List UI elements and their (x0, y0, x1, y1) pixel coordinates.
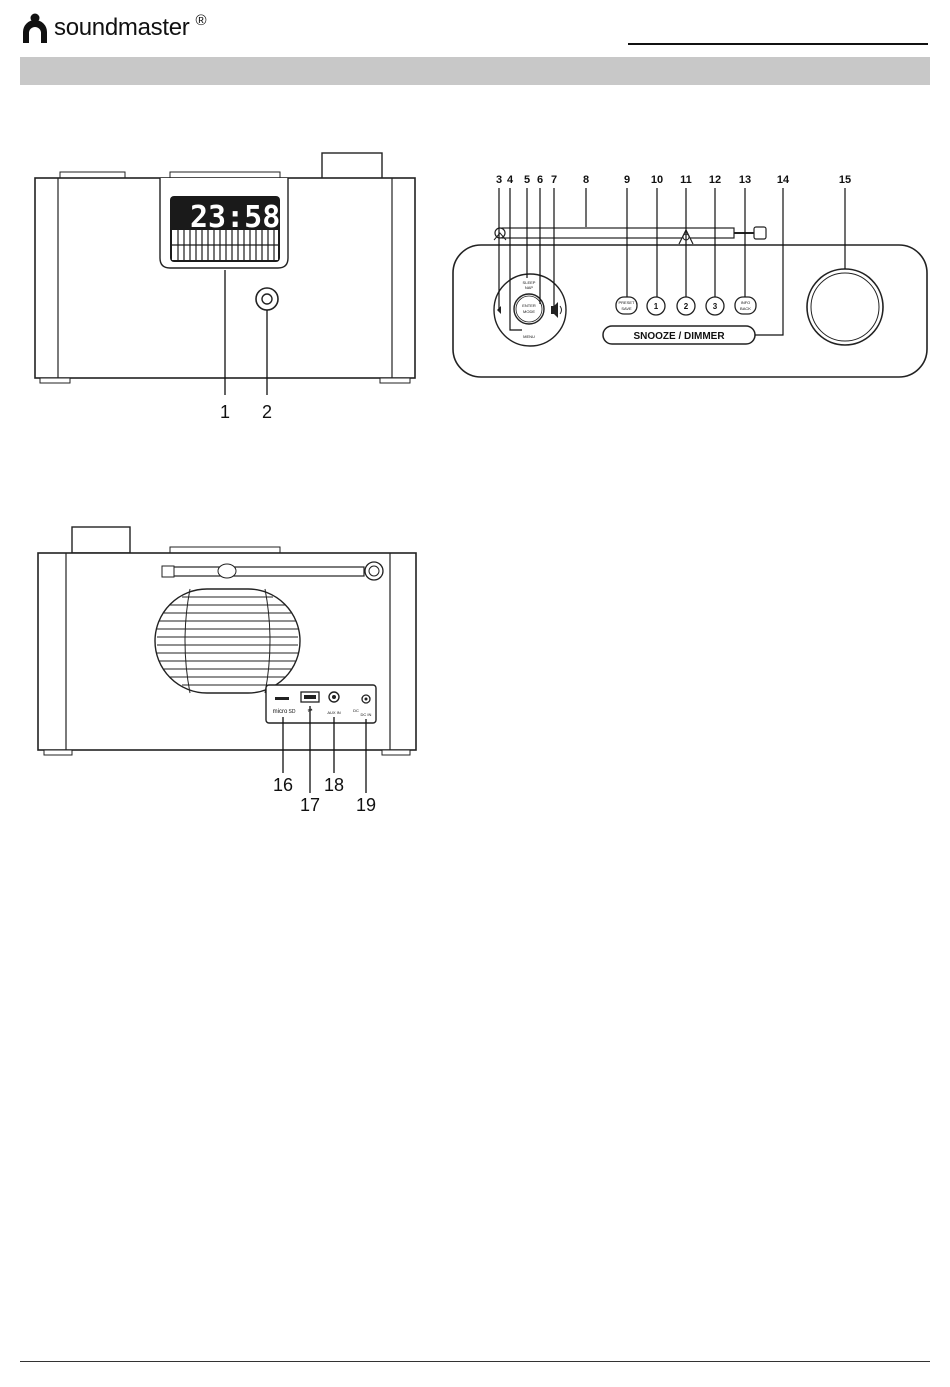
callout-7: 7 (551, 174, 557, 186)
back-label: BACK (740, 306, 751, 311)
callout-11: 11 (680, 174, 692, 186)
front-view-diagram: 23:58 1 2 (30, 150, 420, 425)
callout-3: 3 (496, 174, 502, 186)
rear-antenna (172, 567, 364, 576)
top-view-diagram: 3 4 5 6 7 8 9 10 11 12 13 14 15 ENTER MO… (450, 170, 930, 382)
callout-6: 6 (537, 174, 543, 186)
callout-18: 18 (324, 775, 344, 795)
callout-8: 8 (583, 174, 589, 186)
aux-in-label: AUX IN (327, 710, 340, 715)
callout-5: 5 (524, 174, 530, 186)
callout-2: 2 (262, 402, 272, 422)
dc-in-label: DC IN (361, 712, 372, 717)
lcd-time: 23:58 (190, 200, 280, 235)
footer-rule (20, 1361, 930, 1362)
soundmaster-logo-icon (20, 12, 50, 44)
brand-logo: soundmaster ® (20, 10, 207, 46)
mode-label: MODE (523, 309, 535, 314)
antenna (502, 228, 734, 238)
dc-label: DC (353, 708, 359, 713)
preset-3-label: 3 (713, 302, 718, 311)
preset-1-label: 1 (654, 302, 659, 311)
callout-19: 19 (356, 795, 376, 815)
nap-label: NAP (525, 285, 534, 290)
callout-9: 9 (624, 174, 630, 186)
preset-label: PRESET (618, 300, 635, 305)
tuning-knob[interactable] (807, 269, 883, 345)
callout-4: 4 (507, 174, 514, 186)
info-label: INFO (741, 300, 751, 305)
brand-registered-mark: ® (195, 12, 206, 29)
callout-17: 17 (300, 795, 320, 815)
speaker-grille (155, 589, 300, 693)
sd-label: SD (289, 709, 296, 715)
save-label: SAVE (621, 306, 632, 311)
micro-label: micro (273, 709, 288, 715)
rear-view-diagram: micro SD ⇌ AUX IN DC DC IN 16 17 18 19 (30, 525, 420, 820)
callout-13: 13 (739, 174, 751, 186)
preset-2-label: 2 (684, 302, 689, 311)
callout-1: 1 (220, 402, 230, 422)
callout-15: 15 (839, 174, 851, 186)
section-band (20, 57, 930, 85)
callout-14: 14 (777, 174, 790, 186)
snooze-dimmer-label: SNOOZE / DIMMER (633, 331, 725, 342)
header-rule (628, 43, 928, 45)
callout-12: 12 (709, 174, 721, 186)
brand-name: soundmaster (54, 14, 189, 42)
micro-sd-slot[interactable] (275, 697, 289, 700)
enter-label: ENTER (522, 303, 536, 308)
menu-label: MENU (523, 334, 535, 339)
callout-16: 16 (273, 775, 293, 795)
callout-10: 10 (651, 174, 663, 186)
